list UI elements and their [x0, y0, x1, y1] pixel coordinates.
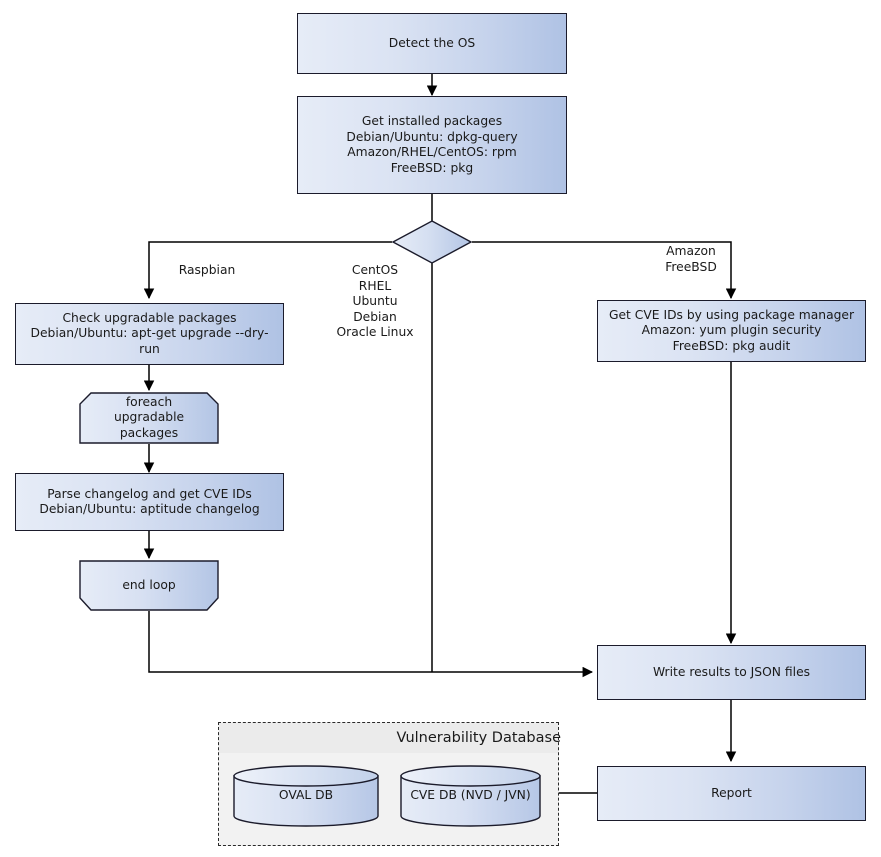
- node-label: Detect the OS: [388, 35, 476, 50]
- node-label: Report: [711, 785, 752, 800]
- diamond-shape: [391, 220, 473, 264]
- node-label: Parse changelog and get CVE IDs Debian/U…: [39, 486, 260, 517]
- node-label: end loop: [122, 577, 176, 592]
- cylinder-top: [400, 765, 541, 787]
- node-check-upgradable-packages[interactable]: Check upgradable packages Debian/Ubuntu:…: [15, 303, 284, 365]
- cylinder-body: [233, 775, 379, 827]
- group-title: Vulnerability Database: [396, 730, 561, 746]
- node-detect-the-os[interactable]: Detect the OS: [297, 13, 567, 74]
- branch-label-left: Raspbian: [178, 263, 236, 277]
- node-report[interactable]: Report: [597, 766, 866, 821]
- db-cve-db[interactable]: [399, 765, 542, 827]
- loop-end-shape: [79, 560, 219, 611]
- node-label: Check upgradable packages Debian/Ubuntu:…: [30, 310, 269, 356]
- node-label: Write results to JSON files: [652, 664, 811, 679]
- node-write-results-to-json[interactable]: Write results to JSON files: [597, 645, 866, 700]
- db-oval-db[interactable]: [232, 765, 380, 827]
- node-label: Get installed packages Debian/Ubuntu: dp…: [346, 114, 518, 175]
- cylinder-top: [233, 765, 379, 787]
- cylinder-body: [400, 775, 541, 827]
- node-label: Get CVE IDs by using package manager Ama…: [608, 307, 855, 353]
- node-get-installed-packages[interactable]: Get installed packages Debian/Ubuntu: dp…: [297, 96, 567, 194]
- node-get-cve-ids[interactable]: Get CVE IDs by using package manager Ama…: [597, 300, 866, 362]
- group-header-band: [219, 723, 558, 753]
- loop-start-shape: [79, 392, 219, 444]
- branch-label-center: CentOS RHEL Ubuntu Debian Oracle Linux: [336, 263, 414, 339]
- branch-label-right: Amazon FreeBSD: [665, 244, 717, 274]
- node-decision-os-type[interactable]: [390, 219, 474, 265]
- wire-endloop-to-write: [148, 611, 594, 678]
- node-parse-changelog[interactable]: Parse changelog and get CVE IDs Debian/U…: [15, 473, 284, 531]
- node-end-loop[interactable]: end loop: [79, 560, 219, 611]
- node-label: foreach upgradable packages: [113, 394, 185, 440]
- node-foreach-upgradable-packages[interactable]: foreach upgradable packages: [79, 392, 219, 444]
